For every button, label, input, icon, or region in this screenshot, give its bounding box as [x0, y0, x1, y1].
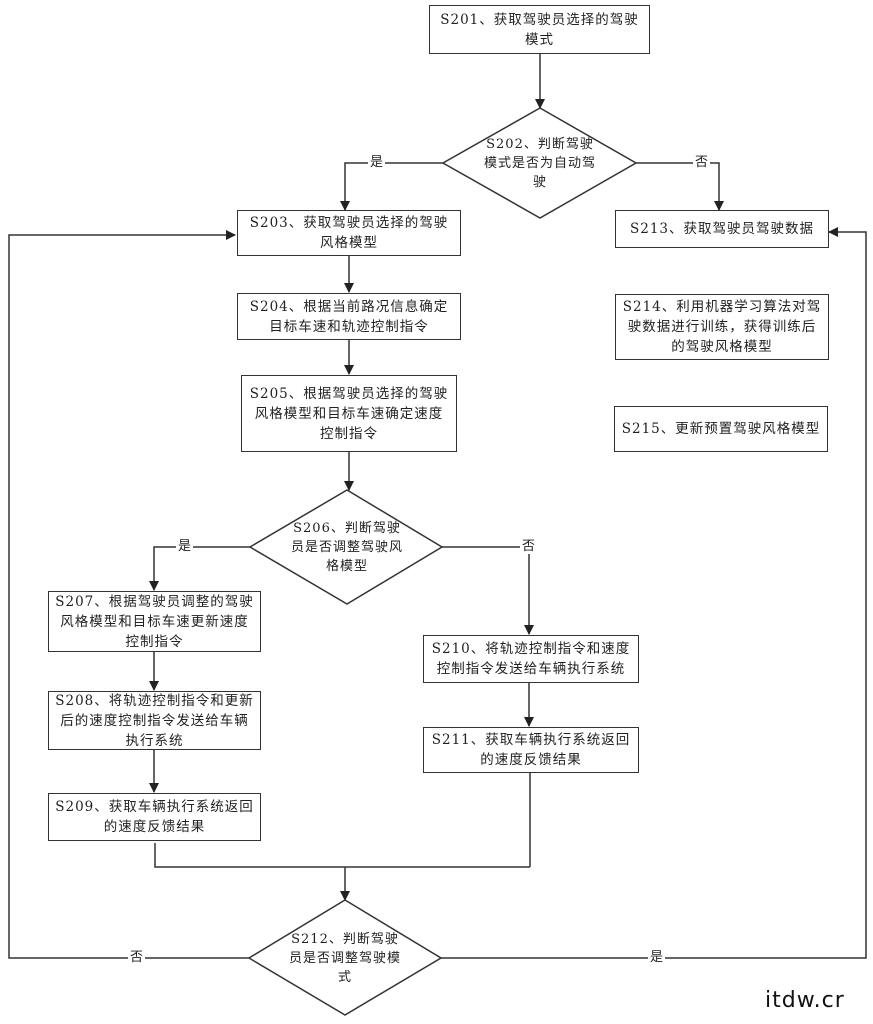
- step-s204: S204、根据当前路况信息确定目标车速和轨迹控制指令: [237, 293, 461, 340]
- step-s204-text: S204、根据当前路况信息确定目标车速和轨迹控制指令: [249, 298, 449, 335]
- label-s206-no: 否: [520, 539, 538, 554]
- step-s213-text: S213、获取驾驶员驾驶数据: [629, 221, 814, 237]
- step-s205-text: S205、根据驾驶员选择的驾驶风格模型和目标车速确定速度控制指令: [249, 385, 449, 442]
- diamond-s202: [441, 107, 638, 219]
- step-s214: S214、利用机器学习算法对驾驶数据进行训练，获得训练后的驾驶风格模型: [615, 294, 829, 360]
- label-s202-yes: 是: [368, 155, 386, 170]
- step-s211-text: S211、获取车辆执行系统返回的速度反馈结果: [431, 732, 631, 768]
- step-s203-text: S203、获取驾驶员选择的驾驶风格模型: [249, 215, 449, 251]
- arrow-s202-no: [636, 162, 724, 211]
- decision-s206-text: S206、判断驾驶员是否调整驾驶风格模型: [290, 520, 403, 574]
- step-s215-text: S215、更新预置驾驶风格模型: [621, 421, 821, 437]
- arrow-s202-yes: [340, 162, 443, 211]
- step-s208-text: S208、将轨迹控制指令和更新后的速度控制指令发送给车辆执行系统: [55, 692, 254, 749]
- decision-s212-text: S212、判断驾驶员是否调整驾驶模式: [288, 931, 401, 985]
- diamond-s212: [247, 899, 443, 1016]
- step-s201-text: S201、获取驾驶员选择的驾驶模式: [440, 11, 639, 48]
- step-s209: S209、获取车辆执行系统返回的速度反馈结果: [48, 793, 261, 841]
- watermark-text: itdw.cr: [765, 988, 845, 1013]
- step-s205: S205、根据驾驶员选择的驾驶风格模型和目标车速确定速度控制指令: [241, 375, 457, 452]
- step-s213: S213、获取驾驶员驾驶数据: [615, 210, 829, 248]
- diamond-s206: [248, 489, 444, 605]
- label-s206-yes: 是: [176, 539, 194, 554]
- step-s208: S208、将轨迹控制指令和更新后的速度控制指令发送给车辆执行系统: [48, 691, 261, 750]
- step-s214-text: S214、利用机器学习算法对驾驶数据进行训练，获得训练后的驾驶风格模型: [622, 299, 822, 355]
- step-s211: S211、获取车辆执行系统返回的速度反馈结果: [423, 727, 639, 773]
- step-s203: S203、获取驾驶员选择的驾驶风格模型: [237, 210, 461, 256]
- step-s201: S201、获取驾驶员选择的驾驶模式: [429, 5, 650, 54]
- arrow-s206-yes: [149, 546, 250, 591]
- decision-s202-text: S202、判断驾驶模式是否为自动驾驶: [483, 136, 596, 190]
- step-s209-text: S209、获取车辆执行系统返回的速度反馈结果: [55, 799, 254, 835]
- label-s202-no: 否: [693, 155, 711, 170]
- step-s215: S215、更新预置驾驶风格模型: [614, 406, 828, 452]
- step-s210-text: S210、将轨迹控制指令和速度控制指令发送给车辆执行系统: [431, 641, 631, 677]
- connector-s209-merge: [154, 843, 530, 868]
- arrow-s206-no: [442, 546, 534, 635]
- step-s207-text: S207、根据驾驶员调整的驾驶风格模型和目标车速更新速度控制指令: [55, 593, 254, 650]
- step-s210: S210、将轨迹控制指令和速度控制指令发送给车辆执行系统: [423, 635, 639, 683]
- step-s207: S207、根据驾驶员调整的驾驶风格模型和目标车速更新速度控制指令: [48, 591, 261, 652]
- label-s212-no: 否: [128, 950, 146, 965]
- label-s212-yes: 是: [648, 950, 666, 965]
